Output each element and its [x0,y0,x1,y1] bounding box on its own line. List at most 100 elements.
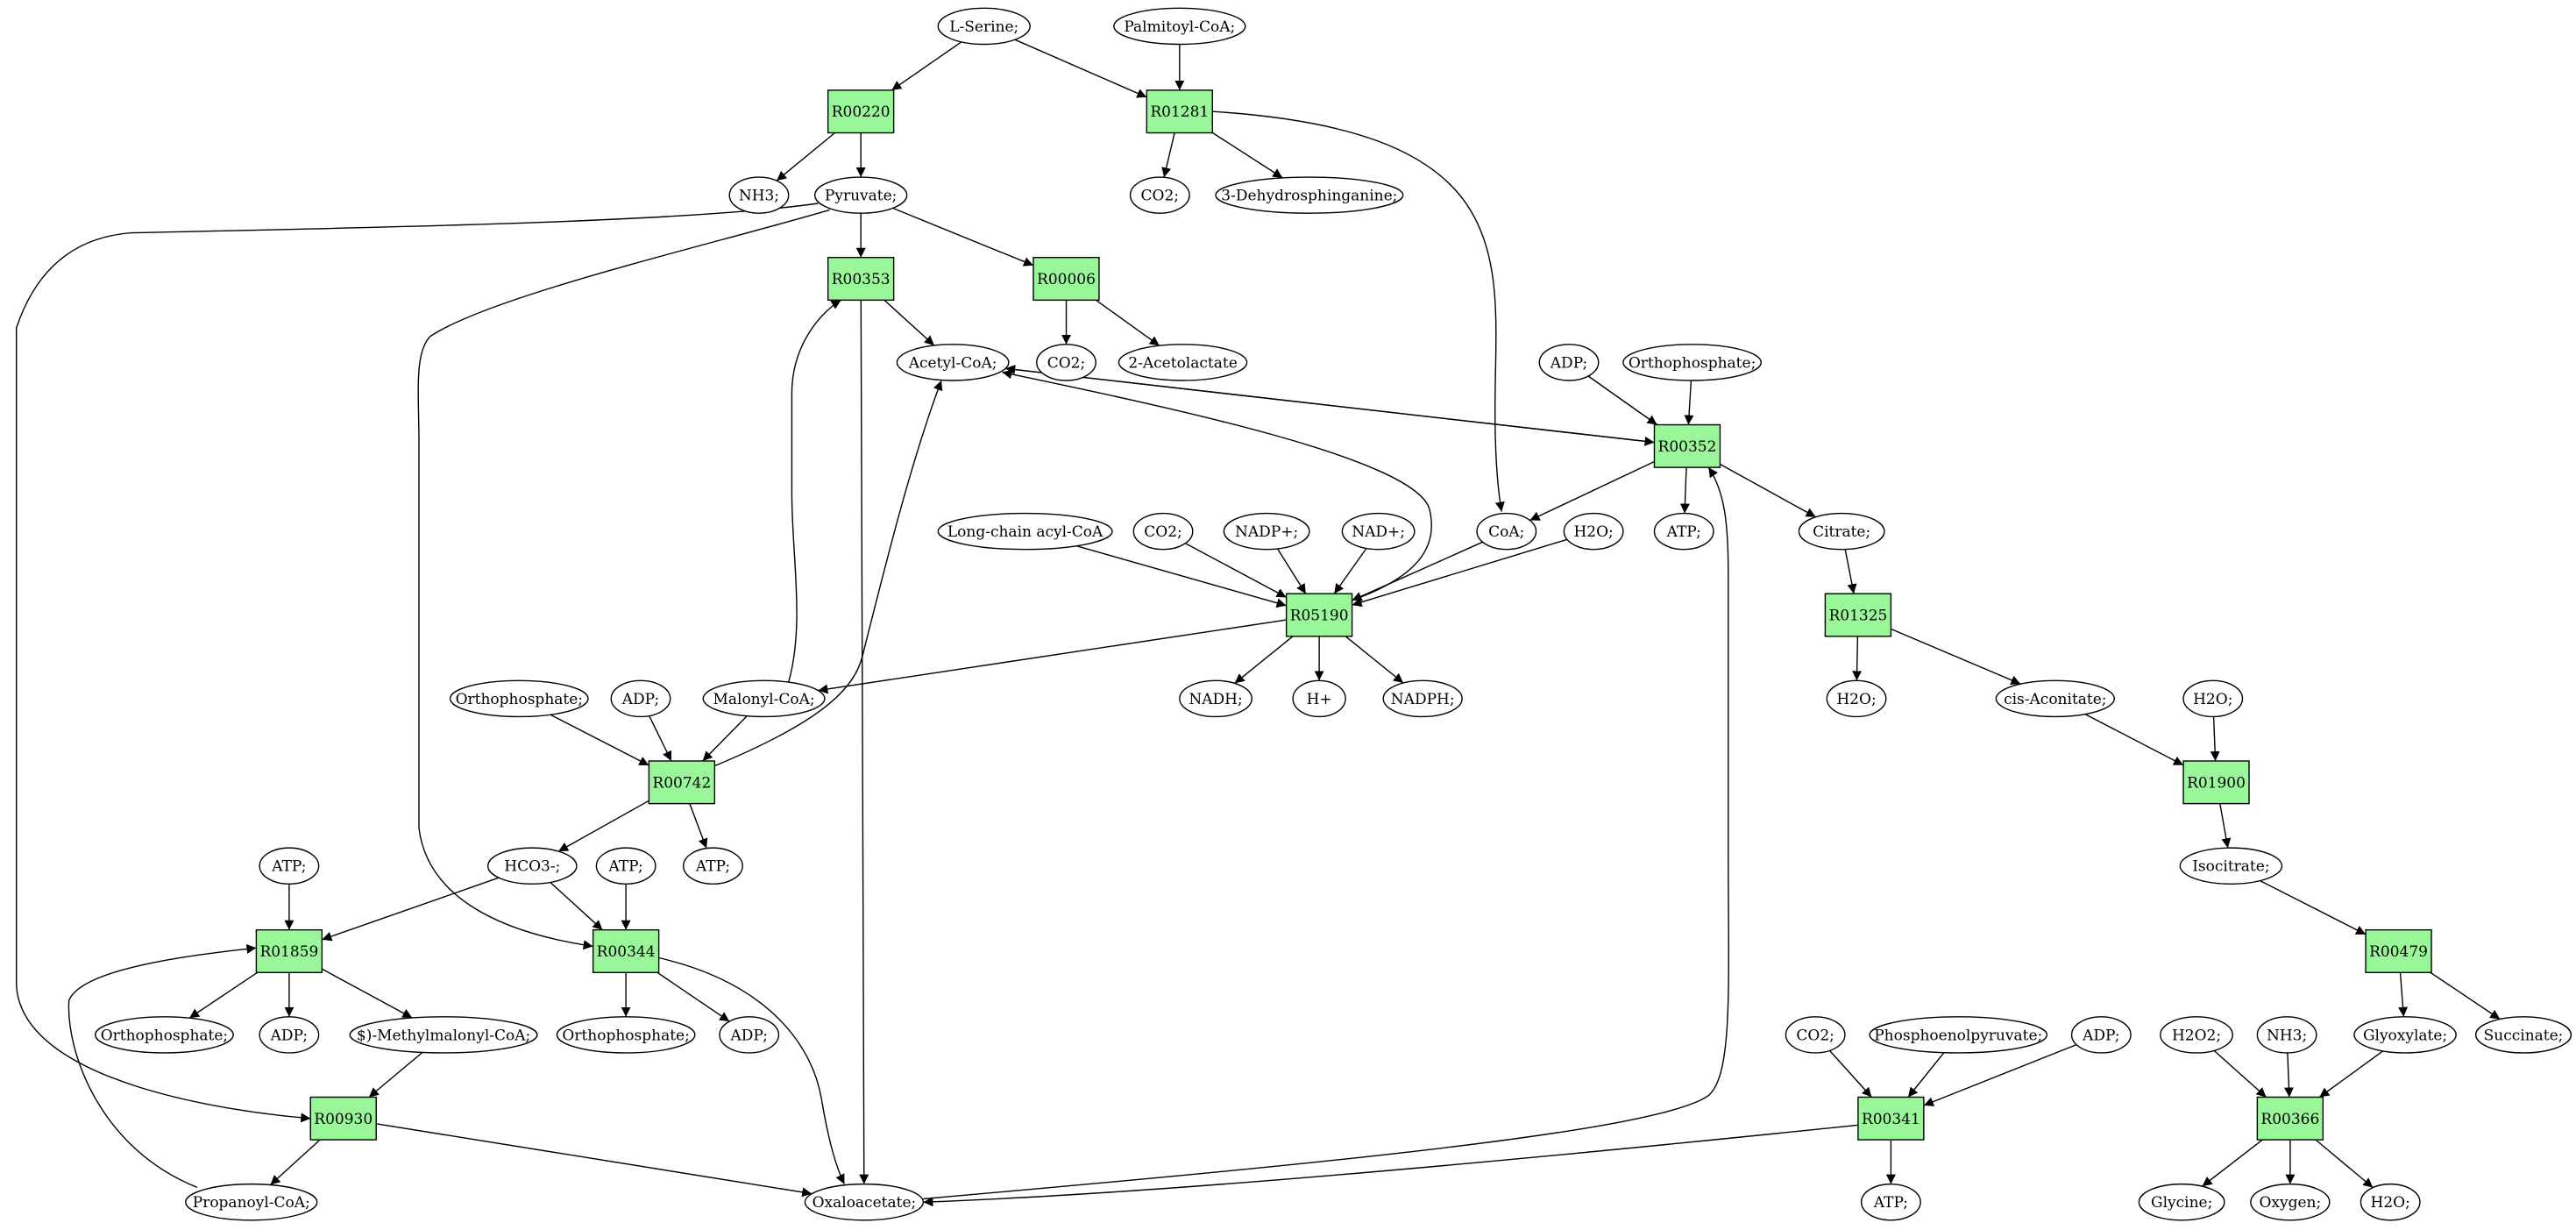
compound-node-pyruvate: Pyruvate; [813,176,908,214]
compound-ellipse [1118,344,1248,381]
edge-l-serine-to-r01281 [1014,39,1147,98]
reaction-node-r00220: R00220 [827,89,895,134]
compound-ellipse [1622,344,1763,381]
compound-node-adp-2: ADP; [610,679,671,718]
node-label: NAD+; [1352,523,1405,541]
compound-node-propanoyl-coa: Propanoyl-CoA; [185,1183,318,1221]
compound-node-atp-3: ATP; [259,847,320,885]
reaction-box [1146,89,1213,134]
node-label: R00006 [1037,271,1096,288]
node-label: 2-Acetolactate [1128,354,1237,372]
edge-r01859-to-orthophosphate-3 [188,971,258,1019]
compound-node-nh3-1: NH3; [728,176,790,214]
reaction-node-r00930: R00930 [309,1096,377,1141]
edge-cis-aconitate-to-r01900 [2084,713,2184,766]
compound-node-coa: CoA; [1476,512,1537,551]
reaction-box [2365,928,2432,974]
edge-oxaloacetate-to-r00352 [923,466,1729,1200]
edge-coa-to-r05190 [1352,541,1483,601]
node-label: Orthophosphate; [562,1027,689,1044]
reaction-node-r01281: R01281 [1146,89,1213,134]
compound-ellipse [1036,344,1096,381]
compound-ellipse [259,1016,320,1054]
reaction-node-r00742: R00742 [648,760,716,805]
edge-pyruvate-to-r00006 [892,207,1034,267]
compound-ellipse [702,679,826,718]
node-label: ADP; [729,1027,767,1044]
edge-r05190-to-malonyl-coa [818,619,1287,694]
compound-node-malonyl-coa: Malonyl-CoA; [702,679,826,718]
edge-r00479-to-succinate [2430,971,2501,1020]
edge-r00930-to-oxaloacetate [376,1123,813,1198]
edge-citrate-to-r01325 [1844,549,1857,594]
node-label: cis-Aconitate; [2004,691,2106,708]
edge-r01281-to-co2-1 [1161,132,1175,178]
node-label: R00352 [1658,438,1717,456]
compound-node-2-acetolactate: 2-Acetolactate [1118,344,1248,381]
node-label: ADP; [621,691,659,708]
node-label: ADP; [1550,354,1587,372]
compound-ellipse [1382,679,1463,718]
node-label: CO2; [1047,354,1086,372]
compound-node-3-dehydrosphinganine: 3-Dehydrosphinganine; [1215,176,1404,214]
compound-node-h2o-1: H2O; [1563,512,1624,551]
compound-ellipse [719,1016,780,1054]
node-label: R00344 [597,943,656,961]
node-label: R00341 [1862,1111,1920,1128]
compound-ellipse [259,847,320,885]
node-label: Oxygen; [2259,1194,2321,1212]
node-label: CoA; [1488,523,1524,541]
reaction-box [648,760,716,805]
edge-r05190-to-nadph [1345,636,1404,684]
compound-ellipse [1826,679,1887,718]
compound-ellipse [2256,1016,2317,1054]
edge-h2o-1-to-r05190 [1352,538,1568,608]
compound-node-co2-1: CO2; [1129,176,1190,214]
node-label: Orthophosphate; [101,1027,228,1044]
compound-node-acetyl-coa: Acetyl-CoA; [896,344,1010,381]
compound-ellipse [896,344,1010,381]
compound-ellipse [2160,1016,2233,1054]
node-label: ATP; [608,858,643,876]
compound-node-h2o-4: H2O; [2360,1183,2421,1221]
compound-ellipse [486,847,578,885]
edge-r00344-to-oxaloacetate [658,956,846,1184]
node-label: Propanoyl-CoA; [193,1194,310,1212]
node-label: Orthophosphate; [1629,354,1756,372]
compound-node-nadph: NADPH; [1382,679,1463,718]
reaction-box [1653,423,1721,468]
edge-isocitrate-to-r00479 [2260,879,2367,935]
compound-node-oxygen: Oxygen; [2250,1183,2331,1221]
compound-ellipse [1215,176,1404,214]
reaction-box [1285,593,1353,637]
edge-r00344-to-adp-4 [656,971,730,1022]
compound-node-orthophosphate-3: Orthophosphate; [95,1016,234,1054]
node-label: Orthophosphate; [456,691,583,708]
reaction-box [827,89,895,134]
node-label: H2O; [1836,691,1876,708]
node-label: H+ [1307,691,1332,708]
edge-r05190-to-acetyl-coa [1002,369,1432,601]
reaction-node-r01900: R01900 [2182,760,2250,805]
compound-ellipse [349,1016,538,1054]
edge-r01325-to-cis-aconitate [1891,628,2021,685]
edge-l-serine-to-r00220 [891,41,962,91]
edge-nad+-to-r05190 [1333,548,1367,594]
node-label: ATP; [271,858,306,876]
node-label: Glycine; [2151,1194,2212,1212]
node-label: R01900 [2187,774,2246,792]
edge-r00220-to-nh3-1 [776,132,835,181]
edge-r00479-to-glyoxylate [2398,972,2409,1017]
compound-ellipse [449,679,589,718]
node-label: $)-Methylmalonyl-CoA; [357,1027,530,1044]
edge-hco3--to-r00344 [550,881,603,931]
node-label: NH3; [739,188,779,205]
compound-ellipse [1132,512,1194,551]
compound-node-nadp+: NADP+; [1223,512,1310,551]
compound-ellipse [1538,344,1600,381]
compound-ellipse [804,1183,925,1221]
compound-ellipse [1995,679,2116,718]
reaction-box [1033,256,1100,302]
compound-node-isocitrate: Isocitrate; [2179,847,2283,885]
node-label: NADP+; [1235,523,1298,541]
